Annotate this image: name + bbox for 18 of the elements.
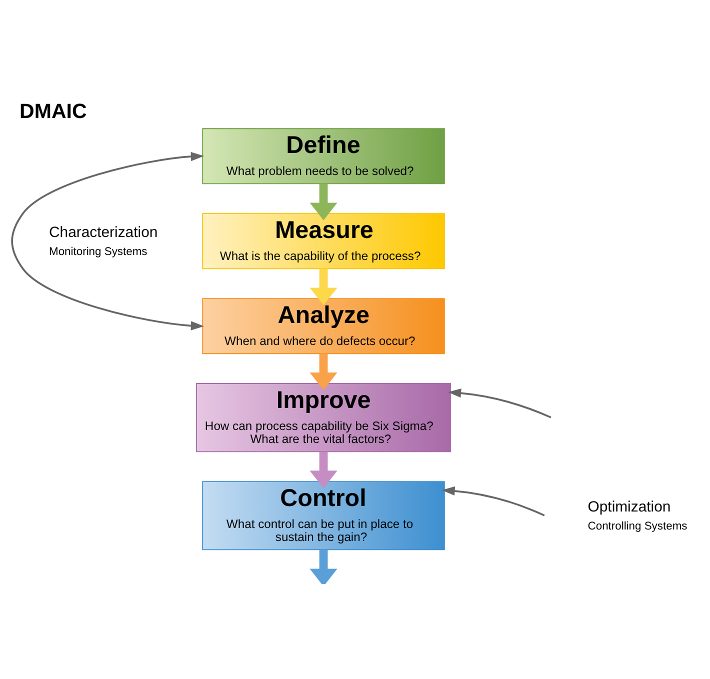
label: Controlling Systems — [588, 520, 688, 532]
arrow — [310, 354, 338, 390]
arrow — [310, 452, 338, 488]
arrow — [442, 486, 545, 516]
node-box: Analyze When and where do defects occur? — [202, 298, 445, 354]
arrow — [310, 184, 338, 220]
label: Optimization — [588, 498, 671, 516]
node-box: Control What control can be put in place to sustain the gain? — [202, 481, 445, 550]
arrow — [310, 550, 338, 584]
diagram-title: DMAIC — [20, 100, 87, 123]
arrow — [11, 152, 204, 330]
arrow — [448, 388, 552, 418]
node-box: Measure What is the capability of the process? — [202, 213, 445, 270]
label: Monitoring Systems — [49, 246, 148, 258]
node-box: Define What problem needs to be solved? — [202, 128, 445, 184]
node-box: Improve How can process capability be Six Sigma? What are the vital factors? — [196, 383, 451, 452]
label: Characterization — [49, 224, 158, 242]
arrow — [310, 268, 338, 306]
